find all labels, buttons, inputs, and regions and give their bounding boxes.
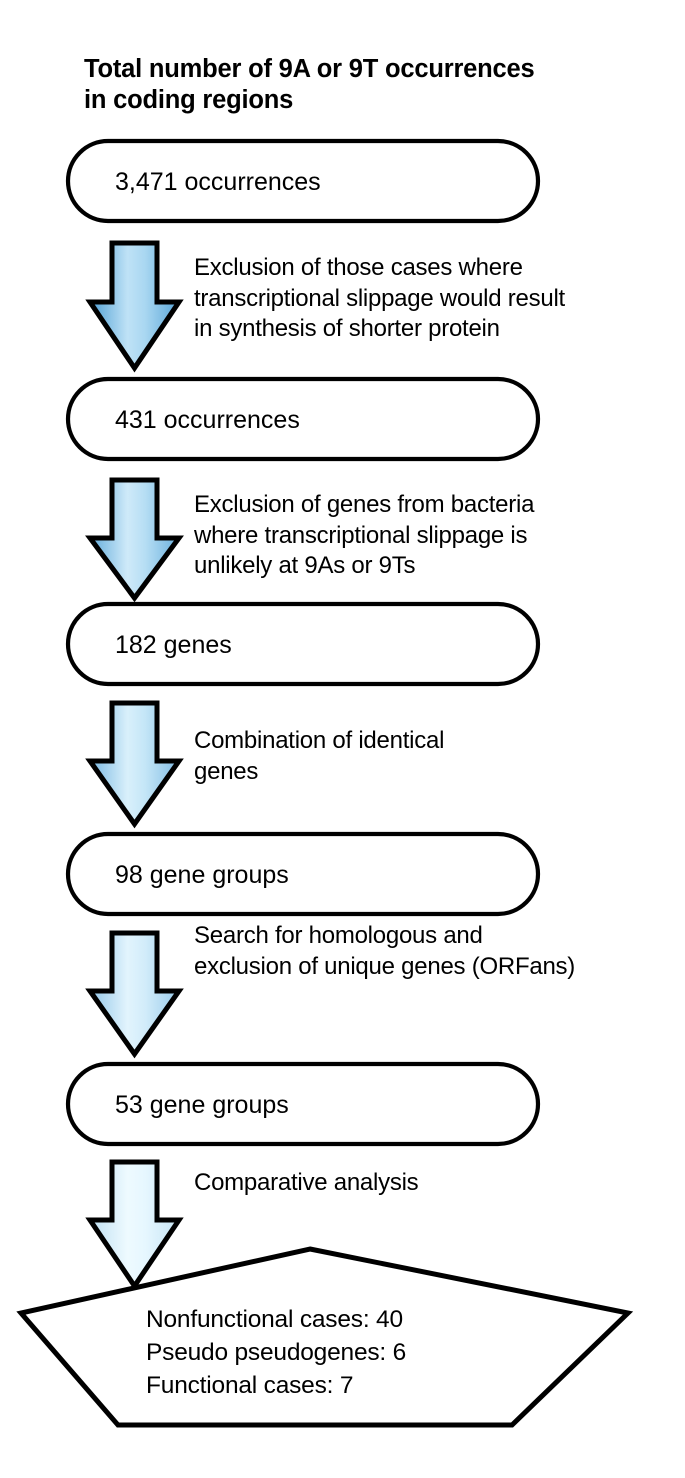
result-summary-text: Nonfunctional cases: 40 Pseudo pseudogen… (146, 1306, 407, 1399)
node-label-4: 98 gene groups (115, 861, 289, 889)
node-box-3 (65, 601, 541, 687)
node-box-4 (65, 831, 541, 917)
arrow-down-icon-4 (85, 930, 184, 1059)
edge-label-2: Exclusion of genes from bacteria where t… (194, 491, 535, 579)
arrow-down-icon-5 (85, 1159, 184, 1291)
arrow-down-icon-2 (85, 477, 184, 603)
page-title: Total number of 9A or 9T occurrences in … (84, 55, 535, 114)
node-label-1: 3,471 occurrences (115, 168, 321, 196)
edge-label-1: Exclusion of those cases where transcrip… (194, 254, 565, 342)
node-box-1 (65, 138, 541, 224)
node-box-5 (65, 1061, 541, 1147)
result-pentagon (16, 1246, 634, 1428)
node-label-5: 53 gene groups (115, 1091, 289, 1119)
edge-label-3: Combination of identical genes (194, 727, 445, 785)
edge-label-4: Search for homologous and exclusion of u… (194, 922, 576, 980)
arrow-down-icon-1 (85, 240, 184, 373)
edge-label-5: Comparative analysis (194, 1169, 419, 1196)
node-label-2: 431 occurrences (115, 406, 300, 434)
node-label-3: 182 genes (115, 631, 232, 659)
node-box-2 (65, 376, 541, 462)
arrow-down-icon-3 (85, 700, 184, 829)
